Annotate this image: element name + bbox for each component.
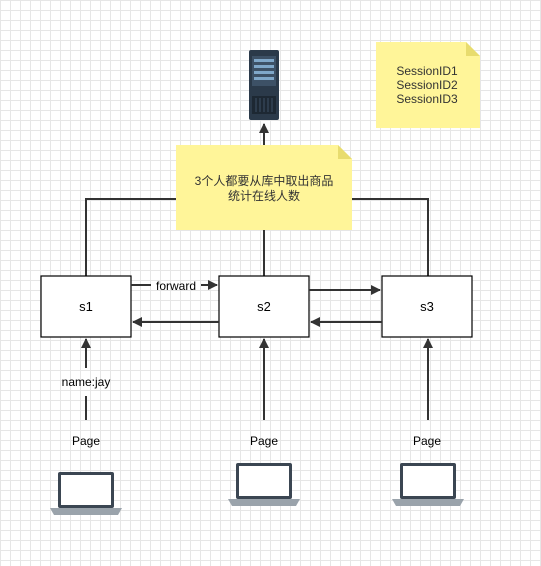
server-connector (85, 123, 429, 276)
laptop-icon (228, 463, 300, 506)
node-label: s1 (79, 299, 93, 314)
client-label: Page (72, 434, 100, 448)
session-line: SessionID3 (396, 92, 458, 106)
node-label: s2 (257, 299, 271, 314)
client-label: Page (413, 434, 441, 448)
client-label: Page (250, 434, 278, 448)
node-label: s3 (420, 299, 434, 314)
session-line: SessionID1 (396, 64, 458, 78)
db-note-line: 3个人都要从库中取出商品 (195, 173, 334, 188)
laptop-icon (392, 463, 464, 506)
laptop-icon (50, 472, 122, 515)
db-note: 3个人都要从库中取出商品 统计在线人数 (176, 145, 352, 230)
node-s1: s1 (40, 275, 132, 338)
db-note-line: 统计在线人数 (228, 188, 300, 203)
server-icon (249, 50, 279, 120)
node-s2: s2 (218, 275, 310, 338)
session-note: SessionID1 SessionID2 SessionID3 (376, 42, 480, 128)
name-param-label: name:jay (62, 375, 111, 389)
session-line: SessionID2 (396, 78, 458, 92)
forward-label: forward (156, 279, 196, 293)
node-s3: s3 (381, 275, 473, 338)
